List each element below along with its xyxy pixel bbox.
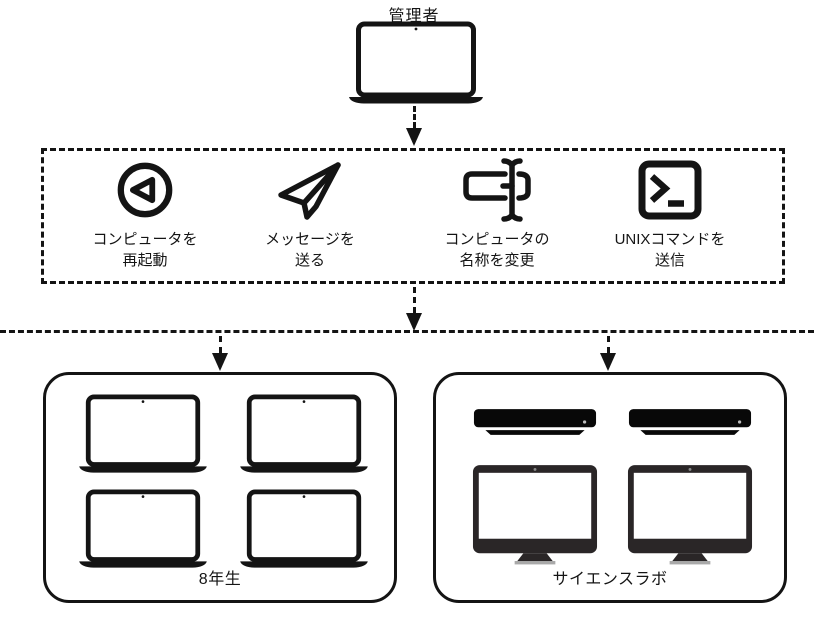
arrow-head	[600, 353, 616, 371]
arrow-stem	[218, 336, 222, 353]
server-icon	[628, 409, 752, 435]
group-label: サイエンスラボ	[552, 571, 668, 588]
restart-icon	[55, 156, 235, 224]
rename-field-icon	[407, 156, 587, 224]
action-item-send-message: メッセージを 送る	[220, 156, 400, 271]
laptop-icon	[240, 394, 368, 473]
laptop-icon	[79, 489, 207, 568]
arrow-head	[406, 313, 422, 331]
laptop-icon	[349, 21, 483, 104]
arrow-stem	[412, 287, 416, 313]
desktop-icon	[472, 465, 598, 565]
arrow-to-group-science-lab	[600, 336, 616, 371]
arrow-stem	[412, 106, 416, 128]
arrow-head	[212, 353, 228, 371]
desktop-icon	[627, 465, 753, 565]
admin-label: 管理者	[388, 8, 440, 25]
action-label-line2: 再起動	[122, 252, 168, 269]
arrow-stem	[606, 336, 610, 353]
arrow-admin-to-actions	[406, 106, 422, 146]
actions-box	[41, 148, 785, 284]
camera-dot	[414, 27, 418, 31]
action-label-line1: メッセージを	[265, 231, 355, 248]
rename-field-icon	[463, 158, 531, 222]
terminal-icon	[638, 160, 702, 220]
laptop-icon	[240, 489, 368, 568]
action-item-unix-command: UNIXコマンドを 送信	[580, 156, 760, 271]
laptop-icon	[79, 394, 207, 473]
paper-plane-icon	[278, 162, 341, 220]
arrow-head	[406, 128, 422, 146]
action-label-line2: 送信	[654, 252, 685, 269]
arrow-to-group-8th-grade	[212, 336, 228, 371]
level-separator-line	[0, 330, 814, 333]
action-label-line1: UNIXコマンドを	[614, 231, 726, 248]
paper-plane-icon	[220, 156, 400, 224]
group-box-science-lab: サイエンスラボ	[433, 372, 787, 603]
action-label-line1: コンピュータの	[444, 231, 550, 248]
terminal-icon	[580, 156, 760, 224]
group-box-8th-grade: 8年生	[43, 372, 397, 603]
action-label-line2: 名称を変更	[459, 252, 535, 269]
action-item-rename: コンピュータの 名称を変更	[407, 156, 587, 271]
action-label-line2: 送る	[294, 252, 325, 269]
server-icon	[473, 409, 597, 435]
arrow-actions-to-groups	[406, 287, 422, 331]
action-item-restart: コンピュータを 再起動	[55, 156, 235, 271]
group-label: 8年生	[198, 571, 242, 588]
restart-icon	[117, 162, 173, 218]
action-label-line1: コンピュータを	[92, 231, 198, 248]
